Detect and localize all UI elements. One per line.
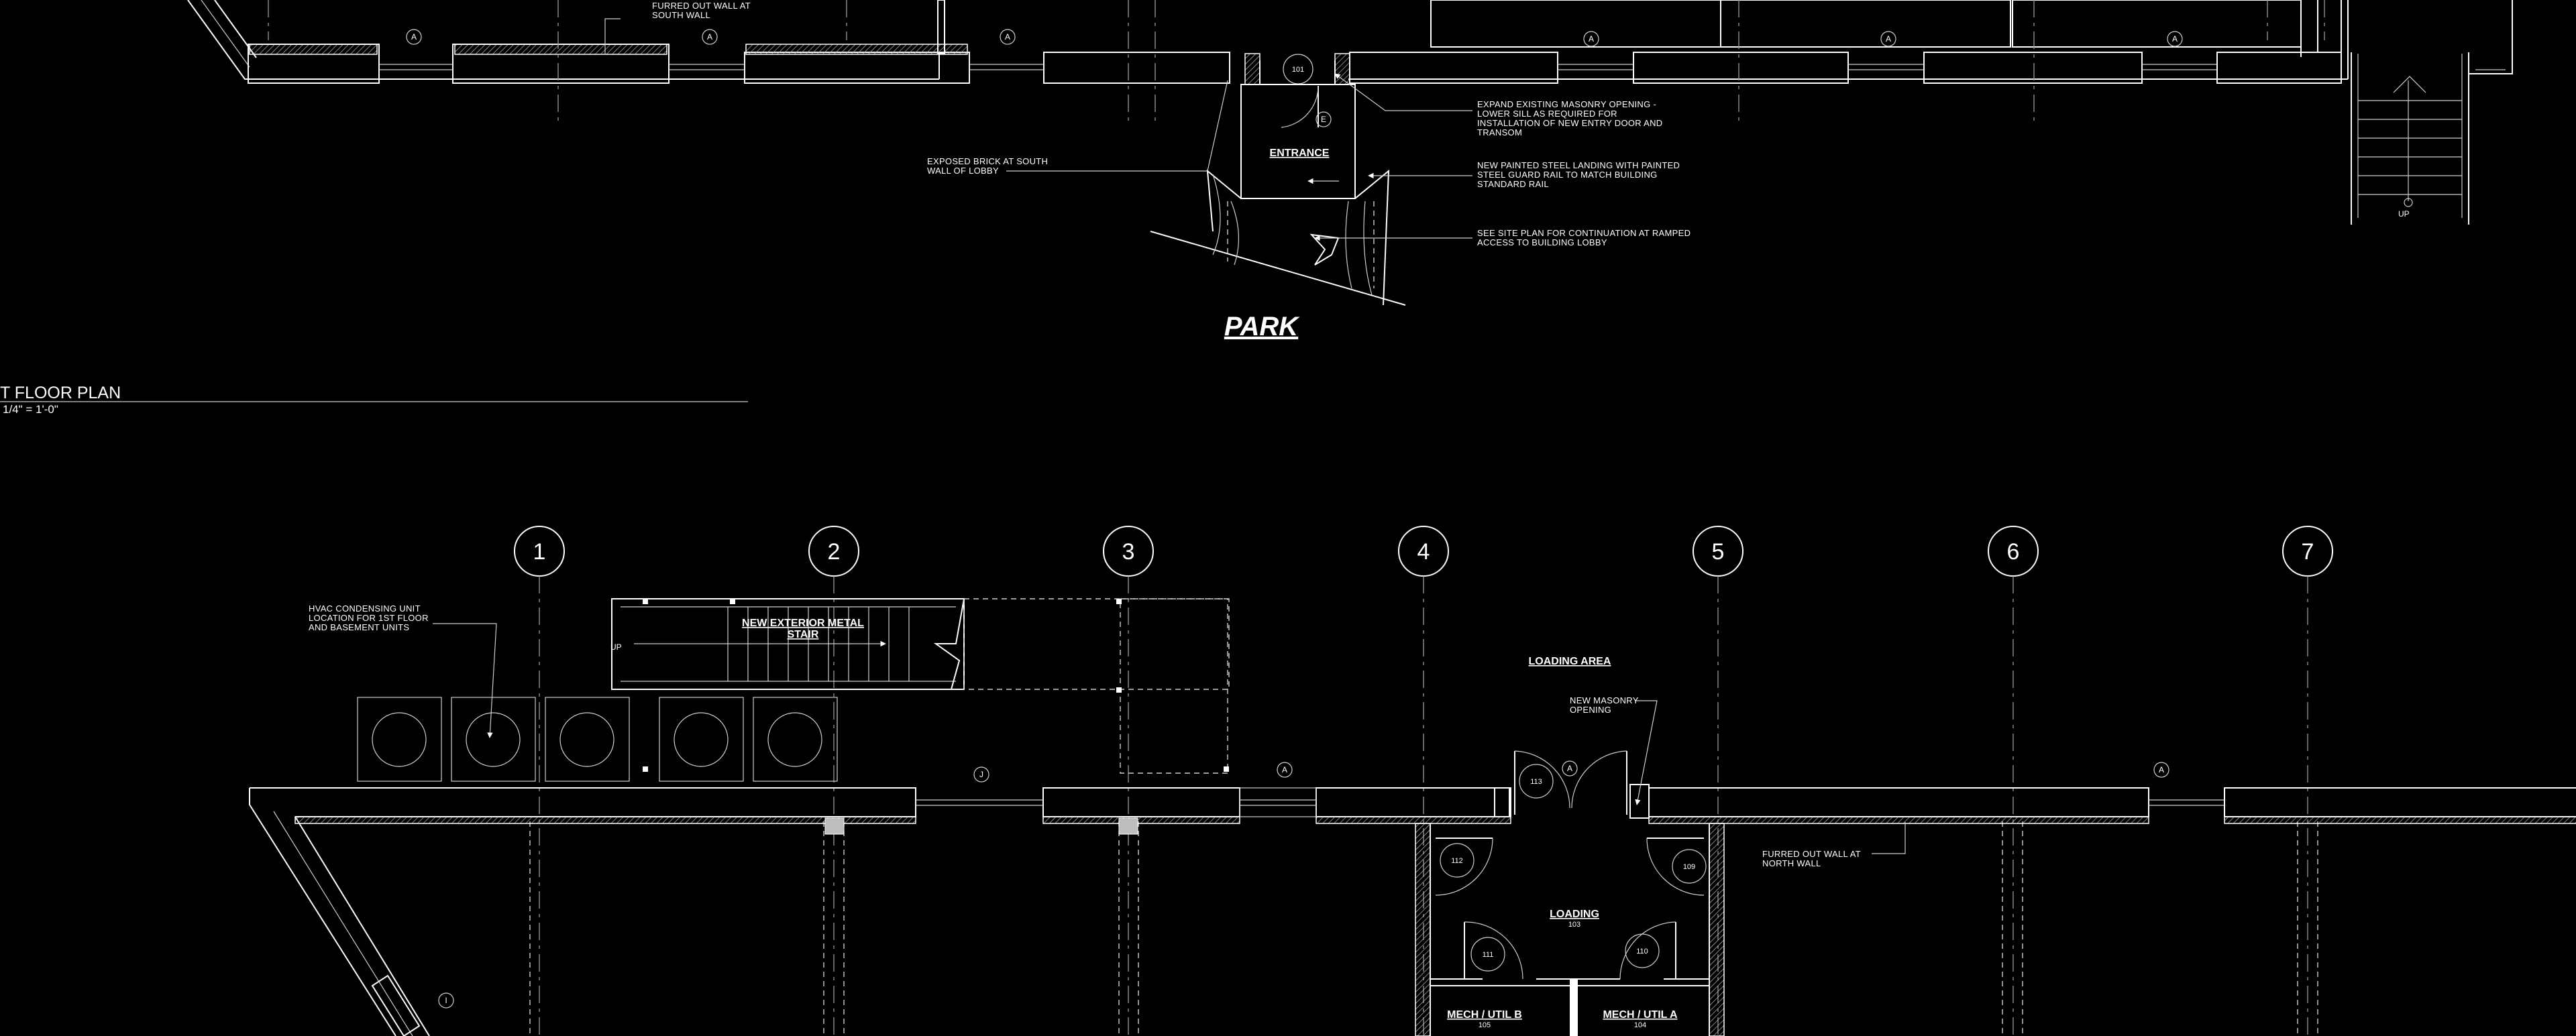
grid-bubble: 3	[1103, 526, 1154, 577]
upper-plan: A A A A A A FURRED OUT WALL AT SOUTH WAL…	[187, 0, 2513, 341]
svg-text:NEW MASONRY: NEW MASONRY	[1570, 695, 1639, 705]
grid-bubble: 4	[1398, 526, 1449, 577]
stair-label: NEW EXTERIOR METAL	[742, 618, 864, 629]
entrance-vestibule: 101 E ENTRANCE	[1150, 53, 1406, 306]
svg-text:INSTALLATION OF NEW ENTRY DOOR: INSTALLATION OF NEW ENTRY DOOR AND	[1477, 118, 1663, 128]
window-tag: A	[1282, 765, 1287, 774]
exterior-stair: UP NEW EXTERIOR METAL STAIR	[610, 598, 1230, 774]
svg-text:5: 5	[1712, 539, 1725, 565]
svg-text:OPENING: OPENING	[1570, 705, 1611, 715]
svg-text:4: 4	[1417, 539, 1430, 565]
upper-right-stair: UP	[2351, 0, 2513, 225]
lower-windows	[916, 787, 2224, 817]
grid-bubble: 6	[1988, 526, 2039, 577]
loading-room-number: 103	[1568, 921, 1580, 929]
svg-text:SEE SITE PLAN FOR CONTINUATION: SEE SITE PLAN FOR CONTINUATION AT RAMPED	[1477, 228, 1690, 238]
stair-up-label: UP	[610, 642, 622, 652]
window-tag: A	[1589, 34, 1594, 44]
loading-rooms: 112 109 111 110 LOADING 103 MECH / UTIL …	[1415, 823, 1725, 1036]
svg-text:STANDARD RAIL: STANDARD RAIL	[1477, 179, 1549, 189]
park-label: PARK	[1224, 312, 1300, 341]
stair-label: STAIR	[788, 629, 819, 640]
mech-a-number: 104	[1634, 1021, 1646, 1029]
entrance-label: ENTRANCE	[1270, 148, 1330, 159]
mech-b-number: 105	[1479, 1021, 1491, 1029]
window-tag: A	[1005, 32, 1010, 42]
door-tag: 110	[1636, 947, 1648, 956]
svg-text:2: 2	[828, 539, 841, 565]
svg-text:LOCATION FOR 1ST FLOOR: LOCATION FOR 1ST FLOOR	[309, 613, 429, 623]
window-tag: A	[411, 32, 417, 42]
svg-text:6: 6	[2007, 539, 2020, 565]
grid-bubble: 1	[514, 526, 565, 577]
hvac-units	[357, 697, 838, 782]
note-furred-south: FURRED OUT WALL AT SOUTH WALL	[604, 1, 751, 54]
door-tag: 109	[1683, 863, 1695, 871]
grid-bubble: 7	[2282, 526, 2333, 577]
door-tag: 101	[1292, 66, 1304, 74]
note-masonry-opening: NEW MASONRY OPENING	[1570, 695, 1658, 805]
window-tag: A	[1567, 764, 1572, 773]
svg-text:SOUTH WALL: SOUTH WALL	[652, 10, 710, 20]
svg-text:NEW PAINTED STEEL LANDING WITH: NEW PAINTED STEEL LANDING WITH PAINTED	[1477, 160, 1680, 170]
window-tag: A	[1886, 34, 1891, 44]
note-furred-north: FURRED OUT WALL AT NORTH WALL	[1762, 822, 1906, 868]
mech-b-label: MECH / UTIL B	[1447, 1009, 1522, 1021]
svg-text:NORTH WALL: NORTH WALL	[1762, 858, 1821, 868]
upper-windows	[379, 64, 2217, 70]
svg-text:HVAC CONDENSING UNIT: HVAC CONDENSING UNIT	[309, 603, 421, 614]
note-expand-opening: EXPAND EXISTING MASONRY OPENING - LOWER …	[1334, 73, 1663, 137]
stair-up-label: UP	[2398, 209, 2410, 219]
svg-text:FURRED OUT WALL AT: FURRED OUT WALL AT	[652, 1, 751, 11]
hardware-tag: E	[1321, 115, 1326, 124]
loading-room-label: LOADING	[1550, 909, 1599, 920]
loading-area-label: LOADING AREA	[1529, 656, 1611, 667]
plan-scale: 1/4" = 1'-0"	[3, 403, 58, 416]
svg-text:AND BASEMENT UNITS: AND BASEMENT UNITS	[309, 622, 409, 632]
upper-grid-lines	[268, 0, 2325, 124]
i-tag: I	[445, 996, 447, 1005]
j-tag: J	[979, 770, 983, 779]
svg-text:FURRED OUT WALL AT: FURRED OUT WALL AT	[1762, 849, 1861, 859]
note-steel-landing: NEW PAINTED STEEL LANDING WITH PAINTED S…	[1368, 160, 1680, 189]
window-tag: A	[2159, 765, 2164, 774]
upper-wall-segments	[248, 0, 2342, 84]
plan-title-block: T FLOOR PLAN 1/4" = 1'-0"	[0, 384, 748, 416]
lower-plan: I J A A	[249, 598, 2576, 1036]
grid-bubbles: 1 2 3 4 5 6 7	[514, 526, 2333, 577]
door-tag: 112	[1451, 857, 1463, 865]
lower-grid-lines	[529, 576, 2318, 1036]
lower-window-tags: J A A	[973, 762, 2169, 783]
note-exposed-brick: EXPOSED BRICK AT SOUTH WALL OF LOBBY	[927, 80, 1228, 176]
door-tag: 113	[1530, 778, 1542, 786]
svg-text:7: 7	[2302, 539, 2314, 565]
loading-double-door: 113 A	[1514, 750, 1627, 815]
svg-text:LOWER SILL AS REQUIRED FOR: LOWER SILL AS REQUIRED FOR	[1477, 109, 1617, 119]
svg-text:EXPOSED BRICK AT SOUTH: EXPOSED BRICK AT SOUTH	[927, 156, 1048, 166]
svg-text:EXPAND EXISTING MASONRY OPENIN: EXPAND EXISTING MASONRY OPENING -	[1477, 99, 1656, 109]
svg-text:ACCESS TO BUILDING LOBBY: ACCESS TO BUILDING LOBBY	[1477, 237, 1607, 247]
svg-text:1: 1	[533, 539, 546, 565]
plan-title: T FLOOR PLAN	[0, 384, 121, 402]
upper-window-tags: A A A A A A	[406, 29, 2183, 47]
svg-text:TRANSOM: TRANSOM	[1477, 127, 1522, 137]
door-tag: 111	[1483, 951, 1494, 959]
grid-bubble: 5	[1693, 526, 1743, 577]
svg-text:STEEL GUARD RAIL TO MATCH BUIL: STEEL GUARD RAIL TO MATCH BUILDING	[1477, 170, 1658, 180]
svg-text:WALL OF LOBBY: WALL OF LOBBY	[927, 166, 999, 176]
mech-a-label: MECH / UTIL A	[1603, 1009, 1678, 1021]
note-hvac: HVAC CONDENSING UNIT LOCATION FOR 1ST FL…	[309, 603, 497, 738]
svg-text:3: 3	[1122, 539, 1135, 565]
window-tag: A	[707, 32, 712, 42]
grid-bubble: 2	[808, 526, 859, 577]
lower-wall-segments	[250, 784, 2576, 835]
window-tag: A	[2172, 34, 2178, 44]
note-site-plan: SEE SITE PLAN FOR CONTINUATION AT RAMPED…	[1314, 228, 1690, 247]
